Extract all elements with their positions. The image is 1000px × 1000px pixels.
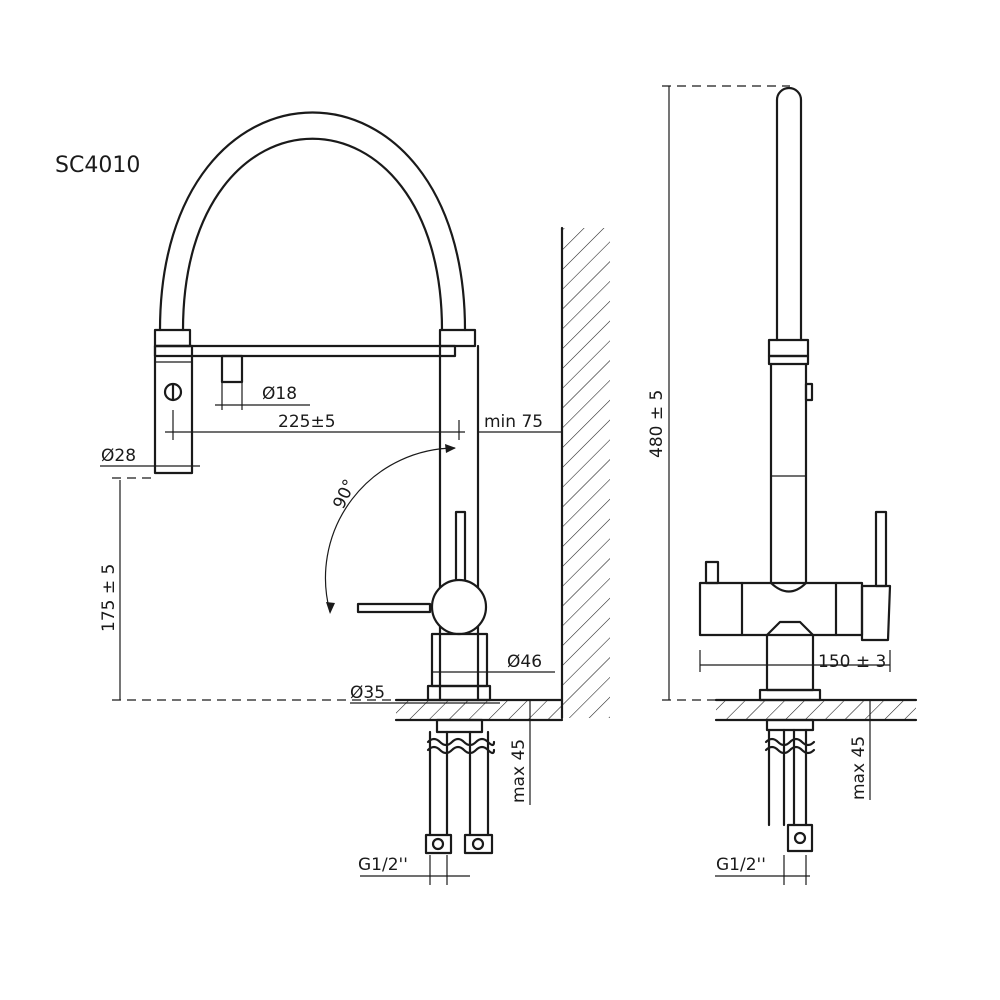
diam-28-label: Ø28: [101, 446, 136, 466]
width-150-label: 150 ± 3: [818, 652, 886, 672]
height-480-label: 480 ± 5: [647, 390, 667, 458]
thread-label-side: G1/2'': [358, 855, 408, 875]
holder-bar: [153, 344, 457, 358]
wall: [560, 226, 610, 720]
faucet-front-view: [698, 86, 892, 853]
rotation-arc: [324, 447, 456, 613]
lever-hub: [430, 578, 488, 636]
reach-225-label: 225±5: [278, 412, 336, 432]
side-dimensions: [100, 382, 562, 885]
max-45-label-front: max 45: [849, 736, 869, 800]
lever-up: [454, 510, 467, 586]
angle-label: 90°: [329, 476, 360, 512]
min-75-label: min 75: [484, 412, 543, 432]
max-45-label-side: max 45: [509, 739, 529, 803]
diam-46-label: Ø46: [507, 652, 542, 672]
spray-head: [153, 344, 194, 475]
countertop-front: [714, 698, 918, 722]
diam-35-label: Ø35: [350, 683, 385, 703]
height-175-label: 175 ± 5: [99, 564, 119, 632]
diam-18-label: Ø18: [262, 384, 297, 404]
model-title: SC4010: [55, 153, 140, 178]
thread-label-front: G1/2'': [716, 855, 766, 875]
faucet-side-view: [153, 111, 496, 855]
front-dimensions: [662, 85, 891, 885]
hose-arch: [158, 111, 467, 332]
